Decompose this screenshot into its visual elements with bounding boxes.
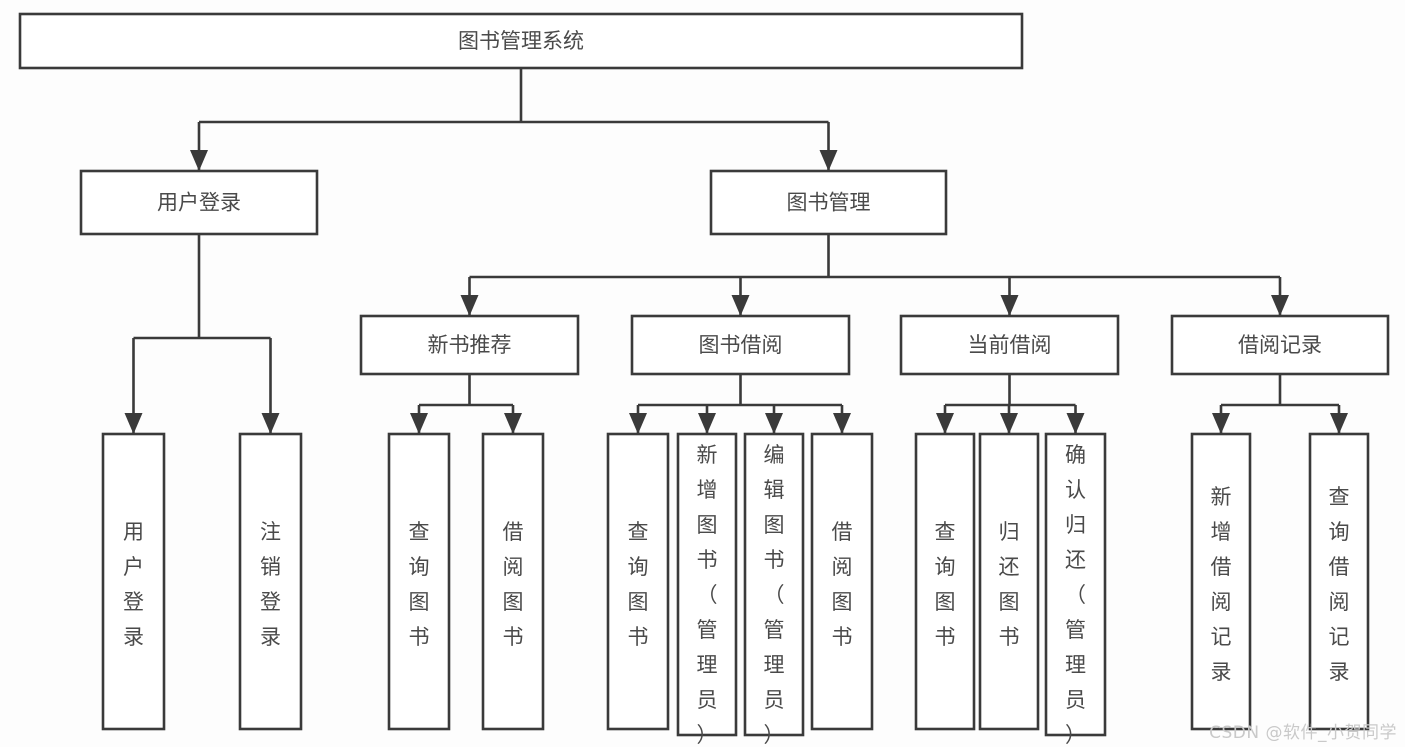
arrow-head-icon [1212,413,1230,434]
node-label-leaf-return-book: 归还图书 [999,520,1020,649]
node-leaf-borrow-book-1[interactable]: 借阅图书 [481,432,545,731]
node-box-book-borrow[interactable] [630,314,851,376]
edges-layer [124,68,1348,434]
node-user-login[interactable]: 用户登录 [79,169,319,236]
arrow-head-icon [190,150,208,171]
node-label-leaf-add-book-admin: 新增图书（管理员） [697,443,718,747]
node-leaf-return-book[interactable]: 归还图书 [978,432,1040,731]
arrow-head-icon [1066,413,1085,434]
node-label-leaf-query-book-3: 查询图书 [935,520,956,649]
node-current-borrow[interactable]: 当前借阅 [899,314,1120,376]
arrow-head-icon [1271,295,1289,316]
node-leaf-add-borrow-record[interactable]: 新增借阅记录 [1190,432,1252,731]
node-box-leaf-edit-book-admin[interactable] [743,432,805,737]
node-leaf-query-book-3[interactable]: 查询图书 [914,432,976,731]
node-box-root[interactable] [18,12,1024,70]
node-label-leaf-query-borrow-record: 查询借阅记录 [1329,485,1350,684]
node-label-leaf-user-login: 用户登录 [123,520,144,649]
arrow-head-icon [765,413,783,434]
node-new-book-recommend[interactable]: 新书推荐 [359,314,580,376]
node-label-new-book-recommend: 新书推荐 [428,333,512,357]
node-box-current-borrow[interactable] [899,314,1120,376]
node-leaf-query-book-1[interactable]: 查询图书 [387,432,451,731]
arrow-head-icon [1000,295,1019,316]
node-label-root: 图书管理系统 [458,29,584,53]
arrow-head-icon [833,413,851,434]
node-box-leaf-query-book-1[interactable] [387,432,451,731]
arrow-head-icon [936,413,954,434]
node-leaf-user-login[interactable]: 用户登录 [101,432,166,731]
node-label-leaf-add-borrow-record: 新增借阅记录 [1211,485,1232,684]
arrow-head-icon [410,413,428,434]
node-leaf-confirm-return-admin[interactable]: 确认归还（管理员） [1044,432,1107,747]
node-box-leaf-logout-login[interactable] [238,432,303,731]
node-box-user-login[interactable] [79,169,319,236]
arrow-head-icon [504,413,522,434]
arrow-head-icon [698,413,716,434]
node-box-leaf-query-borrow-record[interactable] [1308,432,1370,731]
arrow-head-icon [1000,413,1018,434]
arrow-head-icon [261,413,280,434]
node-box-leaf-borrow-book-1[interactable] [481,432,545,731]
node-box-new-book-recommend[interactable] [359,314,580,376]
node-box-leaf-query-book-2[interactable] [606,432,670,731]
node-label-leaf-borrow-book-1: 借阅图书 [503,520,524,649]
node-label-current-borrow: 当前借阅 [968,333,1052,357]
node-leaf-logout-login[interactable]: 注销登录 [238,432,303,731]
node-leaf-add-book-admin[interactable]: 新增图书（管理员） [676,432,738,747]
arrow-head-icon [460,295,479,316]
nodes-layer: 图书管理系统用户登录图书管理新书推荐图书借阅当前借阅借阅记录用户登录注销登录查询… [18,12,1390,747]
node-label-user-login: 用户登录 [157,191,241,215]
node-label-leaf-query-book-1: 查询图书 [409,520,430,649]
node-box-leaf-add-borrow-record[interactable] [1190,432,1252,731]
node-book-borrow[interactable]: 图书借阅 [630,314,851,376]
node-leaf-edit-book-admin[interactable]: 编辑图书（管理员） [743,432,805,747]
node-leaf-query-borrow-record[interactable]: 查询借阅记录 [1308,432,1370,731]
node-root[interactable]: 图书管理系统 [18,12,1024,70]
node-box-leaf-user-login[interactable] [101,432,166,731]
node-label-leaf-query-book-2: 查询图书 [628,520,649,649]
node-book-manage[interactable]: 图书管理 [709,169,948,236]
node-label-leaf-confirm-return-admin: 确认归还（管理员） [1065,443,1086,747]
node-label-leaf-borrow-book-2: 借阅图书 [832,520,853,649]
node-box-leaf-add-book-admin[interactable] [676,432,738,737]
node-leaf-query-book-2[interactable]: 查询图书 [606,432,670,731]
arrow-head-icon [124,413,143,434]
arrow-head-icon [819,150,838,171]
node-box-leaf-borrow-book-2[interactable] [810,432,874,731]
node-box-leaf-return-book[interactable] [978,432,1040,731]
node-label-book-manage: 图书管理 [787,191,871,215]
watermark-label: CSDN @软件_小贺同学 [1209,723,1397,743]
node-box-leaf-query-book-3[interactable] [914,432,976,731]
node-box-leaf-confirm-return-admin[interactable] [1044,432,1107,737]
node-label-borrow-record: 借阅记录 [1238,333,1322,357]
node-label-book-borrow: 图书借阅 [699,333,783,357]
arrow-head-icon [1330,413,1348,434]
arrow-head-icon [629,413,647,434]
node-label-leaf-logout-login: 注销登录 [260,520,281,649]
node-borrow-record[interactable]: 借阅记录 [1170,314,1390,376]
node-leaf-borrow-book-2[interactable]: 借阅图书 [810,432,874,731]
arrow-head-icon [731,295,750,316]
node-label-leaf-edit-book-admin: 编辑图书（管理员） [764,443,785,747]
node-box-borrow-record[interactable] [1170,314,1390,376]
node-box-book-manage[interactable] [709,169,948,236]
